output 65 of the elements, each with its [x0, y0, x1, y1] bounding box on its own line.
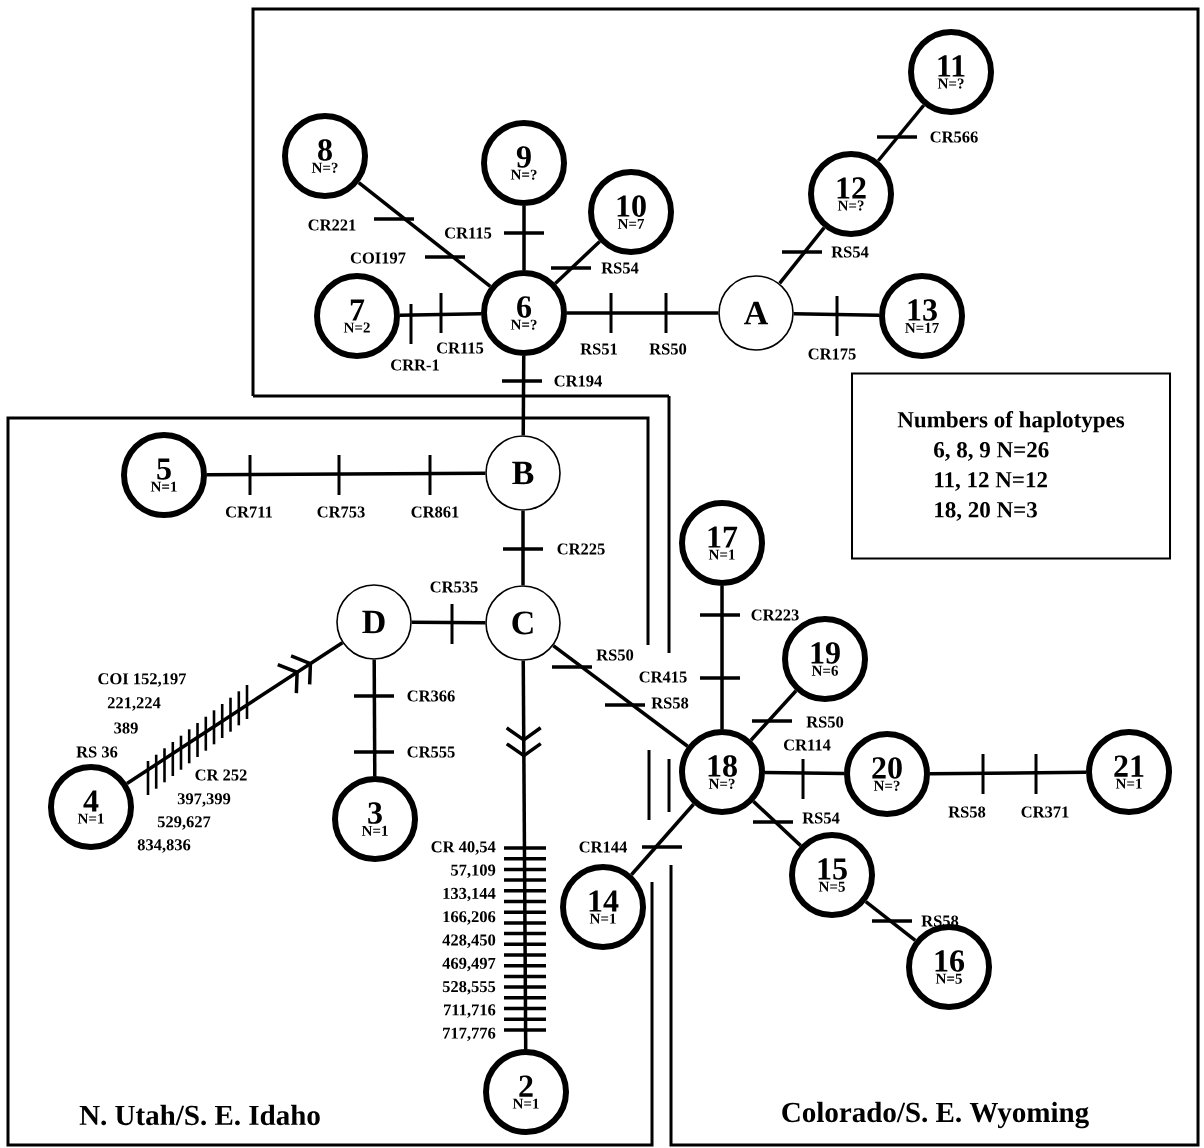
mutation-label: CR566 [930, 131, 978, 143]
mutation-label: CR371 [1021, 806, 1069, 818]
connector-line [399, 312, 482, 317]
mutation-label: RS54 [831, 246, 869, 258]
note-box: Numbers of haplotypes 6, 8, 9 N=26 11, 12 N=12 18, 20 N=3 [851, 372, 1171, 560]
connector-line [126, 641, 344, 785]
mutation-label: 166,206 [443, 911, 496, 925]
mutation-label: CR194 [554, 375, 602, 387]
mutation-label: RS58 [651, 697, 689, 709]
connector-line [411, 620, 486, 625]
mutation-label: RS54 [802, 812, 840, 824]
connector-line [765, 770, 845, 776]
mutation-label: CR711 [225, 506, 272, 518]
region-label: N. Utah/S. E. Idaho [79, 1104, 320, 1126]
region-label: Colorado/S. E. Wyoming [782, 1101, 1089, 1129]
mutation-label: 711,716 [444, 1004, 496, 1018]
mutation-label: 469,497 [442, 957, 496, 972]
mutation-label: 57,109 [451, 864, 496, 879]
mutation-label: CR555 [407, 746, 455, 758]
mutation-label: 221,224 [107, 697, 161, 711]
mutation-label: CR175 [808, 348, 856, 360]
mutation-label: 428,450 [442, 934, 496, 948]
mutation-label: 528,555 [442, 981, 496, 995]
mutation-label: CR415 [639, 671, 687, 683]
connector-line [749, 689, 798, 742]
connector-line [752, 800, 802, 847]
connector-line [357, 181, 492, 288]
mutation-label: RS54 [601, 262, 639, 274]
mutation-label: 834,836 [137, 839, 191, 853]
mutation-label: RS50 [806, 716, 844, 728]
connector-line [567, 311, 719, 315]
connector-line [793, 311, 880, 317]
connector-line [864, 900, 917, 942]
mutation-label: RS51 [580, 343, 617, 355]
connector-line [521, 510, 525, 586]
connector-line [207, 471, 486, 477]
mutation-label: 133,144 [443, 887, 496, 902]
connector-line [630, 803, 695, 876]
mutation-label: CR535 [430, 581, 478, 593]
connector-line [505, 660, 542, 1050]
mutation-label: 717,776 [443, 1027, 496, 1042]
connector-line [522, 206, 526, 270]
mutation-label: RS58 [948, 806, 986, 818]
mutation-label: CR114 [784, 739, 831, 751]
connector-line [372, 659, 377, 777]
mutation-label: 389 [114, 722, 138, 734]
mutation-label: CR 252 [195, 769, 247, 781]
mutation-label: CR225 [557, 543, 605, 555]
connector-line [778, 226, 826, 285]
mutation-label: CR115 [436, 342, 484, 354]
mutation-label: 529,627 [157, 816, 211, 830]
mutation-label: CR 40,54 [431, 841, 496, 855]
connector-line [720, 586, 724, 729]
mutation-label: CRR-1 [391, 359, 439, 371]
mutation-label: CR366 [407, 690, 455, 702]
connector-line [521, 356, 526, 436]
mutation-label: CR753 [317, 506, 365, 518]
connector-line [930, 770, 1087, 776]
connector-line [876, 104, 926, 162]
connector-line [554, 240, 601, 285]
mutation-label: CR115 [444, 227, 492, 239]
connector-line [552, 644, 689, 748]
mutation-label: 397,399 [177, 793, 231, 807]
mutation-label: CR221 [308, 219, 356, 231]
mutation-label: COI 152,197 [98, 673, 187, 687]
